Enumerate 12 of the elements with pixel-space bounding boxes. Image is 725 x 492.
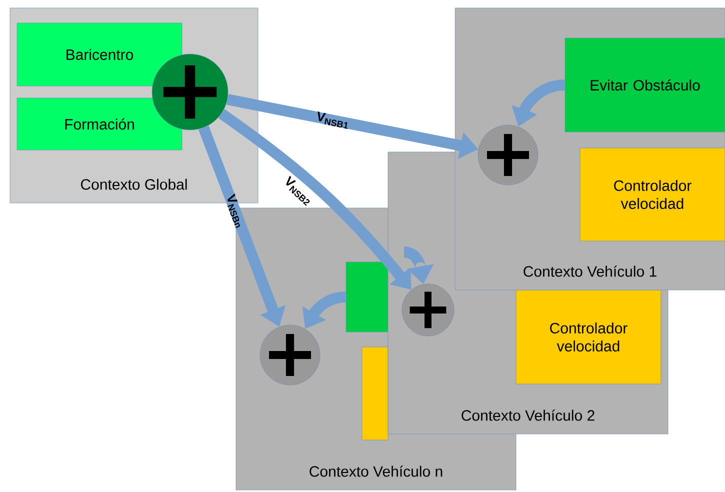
sum-circle [260,324,320,386]
sum-circle [152,54,228,130]
module-box: Controlador velocidad [580,148,725,242]
sum-circle [478,124,538,186]
module-box: Evitar Obstáculo [564,38,725,132]
module-box [346,262,388,332]
module-box: Baricentro [16,22,182,86]
edge-label: V$_{NSB1}$ [318,112,348,129]
module-box: Controlador velocidad [516,290,662,384]
sum-circle [402,284,454,336]
module-box: Formación [16,98,182,150]
module-box [362,346,388,440]
